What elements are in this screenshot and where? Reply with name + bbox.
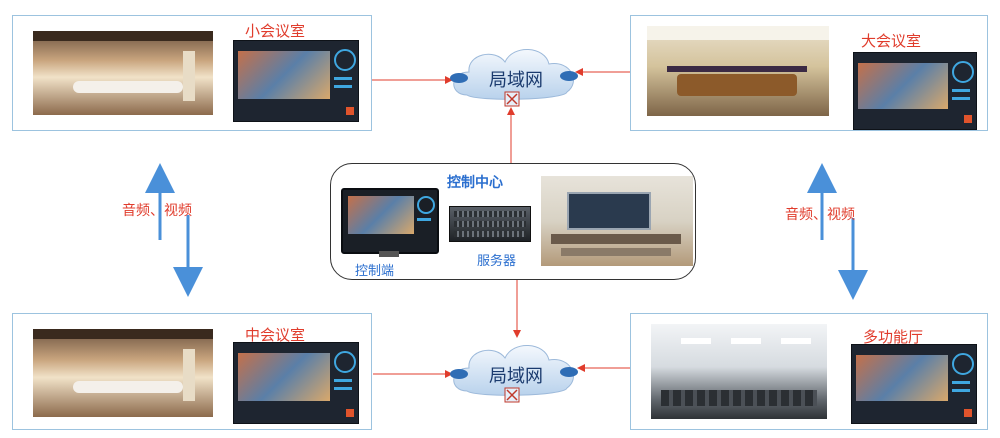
room-box-medium: 中会议室 xyxy=(12,313,372,430)
cloud-icon xyxy=(450,49,578,107)
room-label-large: 大会议室 xyxy=(861,32,922,50)
room-photo-large xyxy=(647,26,829,116)
control-center-title: 控制中心 xyxy=(447,175,503,191)
control-screen-small xyxy=(233,40,359,122)
server-label: 服务器 xyxy=(477,254,517,269)
monitor-icon xyxy=(341,188,439,254)
av-label-right: 音频、视频 xyxy=(785,207,855,223)
control-screen-medium xyxy=(233,342,359,424)
room-label-small: 小会议室 xyxy=(245,22,306,40)
control-center-box: 控制中心 控制端 服务器 xyxy=(330,163,696,280)
room-photo-medium xyxy=(33,329,213,417)
room-box-multi: 多功能厅 xyxy=(630,313,988,430)
lan-cloud-top: 局域网 xyxy=(447,40,587,110)
lan-cloud-bottom: 局域网 xyxy=(447,336,587,406)
cloud-icon xyxy=(450,345,578,403)
lan-label-top: 局域网 xyxy=(489,70,543,91)
terminal-label: 控制端 xyxy=(355,264,395,279)
room-label-medium: 中会议室 xyxy=(245,326,306,344)
room-box-small: 小会议室 xyxy=(12,15,372,131)
room-box-large: 大会议室 xyxy=(630,15,988,131)
monitor-stand xyxy=(379,251,399,257)
room-photo-small xyxy=(33,31,213,115)
room-label-multi: 多功能厅 xyxy=(863,328,924,346)
server-icon xyxy=(449,206,531,242)
control-screen-multi xyxy=(851,344,977,424)
av-label-left: 音频、视频 xyxy=(122,203,192,219)
control-screen-large xyxy=(853,52,977,130)
control-room-photo xyxy=(541,176,693,266)
room-photo-multi xyxy=(651,324,827,419)
lan-label-bottom: 局域网 xyxy=(489,366,543,387)
